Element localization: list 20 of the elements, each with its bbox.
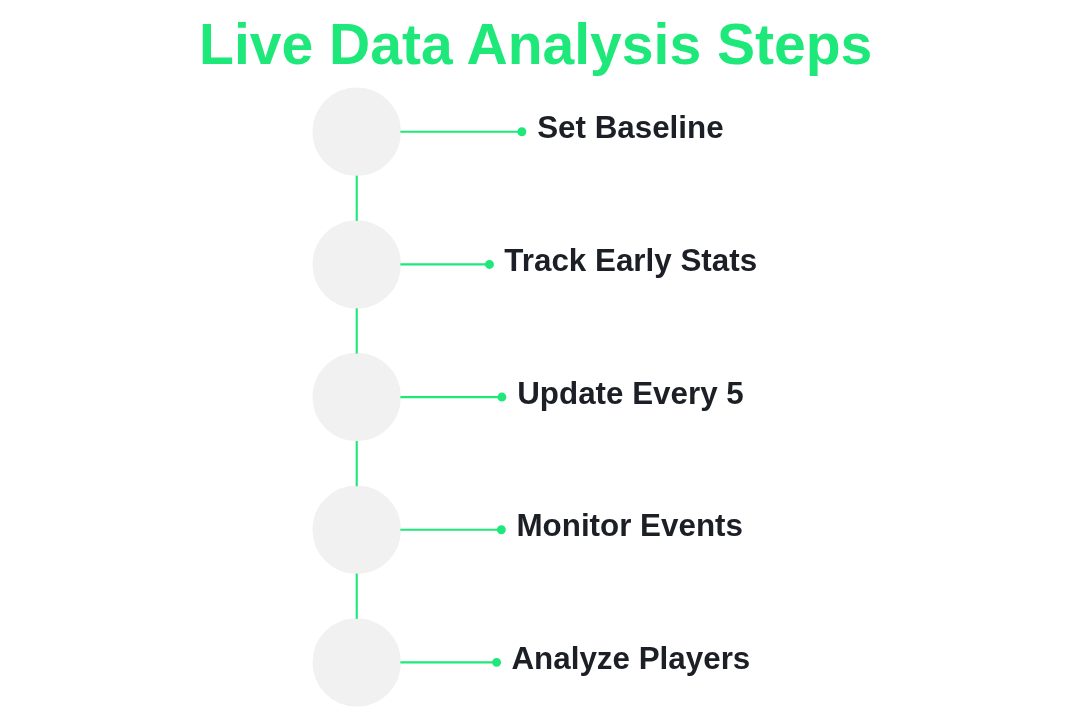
connector bbox=[400, 127, 527, 137]
node-text: Update Every 5 bbox=[517, 375, 744, 411]
connector bbox=[400, 259, 494, 269]
node-text: Monitor Events bbox=[516, 508, 743, 544]
connector bbox=[355, 440, 358, 487]
connector bbox=[355, 308, 358, 354]
connector bbox=[400, 392, 507, 402]
connector bbox=[355, 573, 358, 619]
node-text: Analyze Players bbox=[511, 640, 751, 676]
node-circle bbox=[312, 352, 401, 442]
node-circle bbox=[312, 87, 401, 176]
connector bbox=[355, 175, 358, 221]
diagram-title: Live Data Analysis Steps bbox=[199, 12, 873, 77]
connector bbox=[400, 525, 506, 535]
node-text: Track Early Stats bbox=[504, 243, 758, 278]
node-circle bbox=[312, 618, 401, 707]
node-circle bbox=[312, 220, 401, 309]
node-circle bbox=[312, 485, 401, 574]
connector bbox=[400, 657, 502, 667]
node-text: Set Baseline bbox=[537, 110, 724, 146]
